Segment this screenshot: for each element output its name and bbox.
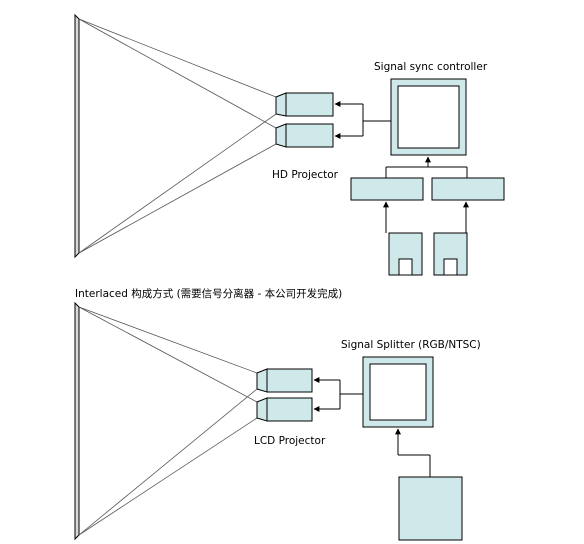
bottom-projection-beams (78, 306, 258, 536)
top-input-box-right (431, 177, 505, 201)
top-source-device-right (433, 232, 468, 276)
top-inputs-to-controller-connector (385, 156, 468, 178)
top-projection-beams (78, 18, 277, 254)
top-source-device-left (388, 232, 423, 276)
top-projector-label: HD Projector (272, 169, 339, 181)
top-projector-1 (275, 92, 334, 117)
bottom-signal-splitter-monitor (362, 356, 434, 428)
top-input-box-left (350, 177, 424, 201)
top-system: Signal sync controller HD Projector (74, 13, 505, 276)
bottom-system: Signal Splitter (RGB/NTSC) LCD Projector (74, 301, 481, 541)
top-sync-controller-monitor (390, 78, 467, 156)
top-projector-2 (275, 123, 334, 148)
top-projection-screen (74, 13, 80, 259)
top-controller-to-projectors-connector (334, 101, 391, 139)
bottom-source-to-splitter-connector (395, 428, 431, 477)
bottom-splitter-label: Signal Splitter (RGB/NTSC) (341, 339, 481, 351)
top-sources-to-inputs-connector (383, 201, 469, 233)
bottom-projection-screen (74, 301, 80, 541)
bottom-projector-label: LCD Projector (254, 435, 326, 447)
bottom-splitter-to-projectors-connector (313, 377, 363, 412)
bottom-projector-1 (256, 368, 313, 393)
configuration-caption: Interlaced 构成方式 (需要信号分离器 - 本公司开发完成) (75, 287, 342, 300)
top-controller-label: Signal sync controller (374, 61, 488, 73)
bottom-projector-2 (256, 397, 313, 422)
bottom-source-device (398, 476, 463, 541)
